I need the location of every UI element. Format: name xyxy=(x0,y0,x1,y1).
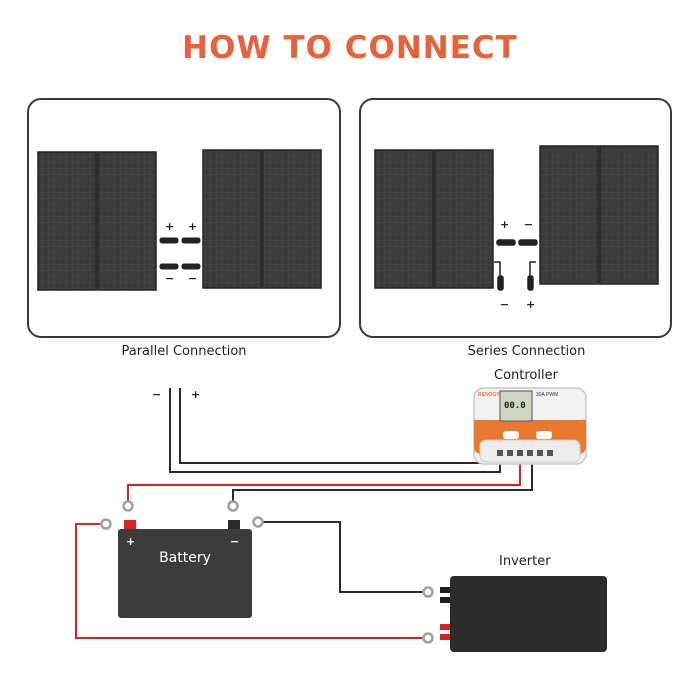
solar-panel-parallel-right xyxy=(202,149,322,289)
series-sign-plus-top: + xyxy=(500,218,510,231)
solar-panel-series-left xyxy=(374,149,494,289)
battery-minus-sign: − xyxy=(230,535,240,548)
inverter xyxy=(440,576,607,652)
parallel-sign-minus-left: − xyxy=(165,272,175,285)
series-sign-plus-bottom: + xyxy=(526,298,536,311)
series-connectors xyxy=(494,239,538,291)
parallel-sign-minus-right: − xyxy=(188,272,198,285)
parallel-sign-plus-right: + xyxy=(188,220,198,233)
series-sign-minus-bottom: − xyxy=(500,298,510,311)
solar-panel-parallel-left xyxy=(37,151,157,291)
pv-input-wires xyxy=(169,388,511,473)
battery-label: Battery xyxy=(159,550,211,566)
solar-panel-series-right xyxy=(539,145,659,285)
page-title: HOW TO CONNECT xyxy=(182,30,518,66)
battery-negative-to-controller-wire xyxy=(232,456,533,505)
battery-positive-to-controller-wire xyxy=(127,456,521,505)
parallel-connectors xyxy=(159,237,201,270)
controller-model: 30A PWM xyxy=(536,392,559,398)
controller-reading: 00.0 xyxy=(504,401,526,411)
battery-plus-sign: + xyxy=(126,535,136,548)
battery-positive-to-inverter-wire xyxy=(75,523,425,639)
battery-negative-to-inverter-wire xyxy=(258,521,425,593)
series-sign-minus-top: − xyxy=(524,218,534,231)
charge-controller xyxy=(473,387,587,465)
controller-label: Controller xyxy=(494,368,558,383)
series-connection-caption: Series Connection xyxy=(467,344,586,359)
pv-input-plus-sign: + xyxy=(191,388,201,401)
battery xyxy=(118,520,252,618)
parallel-sign-plus-left: + xyxy=(165,220,175,233)
pv-input-minus-sign: − xyxy=(152,388,162,401)
inverter-label: Inverter xyxy=(499,554,551,569)
ring-terminals xyxy=(100,500,434,644)
parallel-connection-caption: Parallel Connection xyxy=(121,344,247,359)
controller-brand: RENOGY xyxy=(478,392,500,398)
